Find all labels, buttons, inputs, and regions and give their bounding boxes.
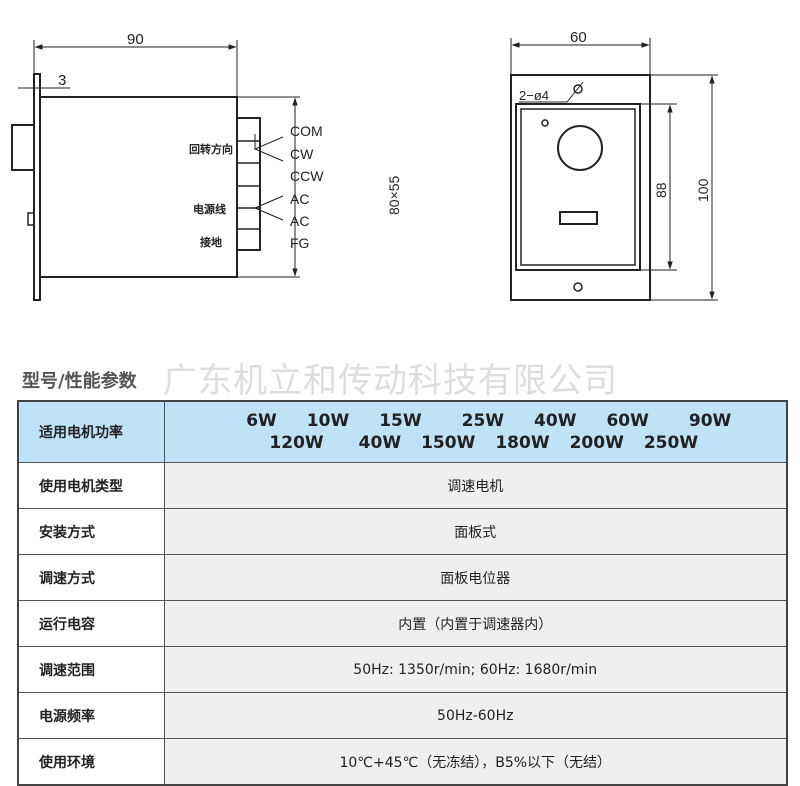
power-value: 250W — [643, 433, 699, 453]
row-value: 内置（内置于调速器内） — [163, 600, 788, 647]
power-value: 25W — [461, 411, 505, 431]
size-label: 80×55 — [386, 175, 402, 215]
front-width-dim: 60 — [570, 29, 587, 46]
row-value: 面板电位器 — [163, 554, 788, 601]
row-label: 调速范围 — [17, 646, 165, 693]
row-label: 调速方式 — [17, 554, 165, 601]
power-value: 60W — [606, 411, 649, 431]
hole-dim: 2−ø4 — [519, 88, 549, 103]
power-value: 90W — [688, 411, 732, 431]
power-value: 10W — [306, 411, 350, 431]
terminal-ac: AC — [290, 191, 309, 207]
power-value: 200W — [569, 433, 624, 453]
power-value: 180W — [495, 433, 550, 453]
table-row: 调速方式面板电位器 — [17, 554, 788, 601]
power-value: 15W — [379, 411, 422, 431]
spec-table: 适用电机功率 6W 10W 15W 25W 40W 60W 90W 120W 40W 150W 1… — [17, 400, 788, 786]
label-power: 电源线 — [193, 202, 226, 216]
height-dim: 100 — [695, 178, 711, 202]
power-value: 40W — [358, 433, 402, 453]
row-value: 50Hz: 1350r/min; 60Hz: 1680r/min — [163, 646, 788, 693]
power-list: 6W 10W 15W 25W 40W 60W 90W 120W 40W 150W 180W 200W… — [163, 400, 788, 463]
terminal-ac: AC — [290, 213, 309, 229]
table-row: 运行电容内置（内置于调速器内） — [17, 600, 788, 647]
power-value: 120W — [269, 433, 324, 453]
power-value: 150W — [421, 433, 476, 453]
terminal-fg: FG — [290, 235, 309, 251]
section-title: 型号/性能参数 — [22, 371, 137, 392]
plate-dim: 3 — [58, 72, 66, 89]
label-ground: 接地 — [200, 235, 222, 249]
row-label: 适用电机功率 — [17, 400, 165, 463]
table-row: 安装方式面板式 — [17, 508, 788, 555]
row-label: 使用环境 — [17, 738, 165, 786]
row-value: 面板式 — [163, 508, 788, 555]
row-label: 运行电容 — [17, 600, 165, 647]
power-value: 40W — [534, 411, 577, 431]
table-row: 适用电机功率 6W 10W 15W 25W 40W 60W 90W 120W 40W 150W 1… — [17, 400, 788, 463]
row-label: 电源频率 — [17, 692, 165, 739]
row-value: 10℃+45℃（无冻结），B5%以下（无结） — [163, 738, 788, 786]
table-row: 使用电机类型调速电机 — [17, 462, 788, 509]
row-label: 安装方式 — [17, 508, 165, 555]
terminal-com: COM — [290, 123, 323, 139]
front-view: 60 2−ø4 88 100 — [510, 29, 718, 301]
technical-drawing: 90 3 回转方向 电源线 接地 COM CW CCW AC AC FG 80×… — [11, 29, 718, 301]
label-direction: 回转方向 — [189, 142, 233, 156]
row-label: 使用电机类型 — [17, 462, 165, 509]
watermark: 广东机立和传动科技有限公司 — [163, 361, 618, 401]
width-dim: 90 — [127, 31, 144, 48]
power-value: 6W — [246, 411, 277, 431]
row-value: 调速电机 — [163, 462, 788, 509]
row-value: 50Hz-60Hz — [163, 692, 788, 739]
terminal-cw: CW — [290, 146, 314, 162]
inner-height-dim: 88 — [653, 182, 669, 198]
terminal-ccw: CCW — [290, 168, 324, 184]
side-view: 90 3 回转方向 电源线 接地 COM CW CCW AC AC FG 80×… — [11, 31, 402, 301]
